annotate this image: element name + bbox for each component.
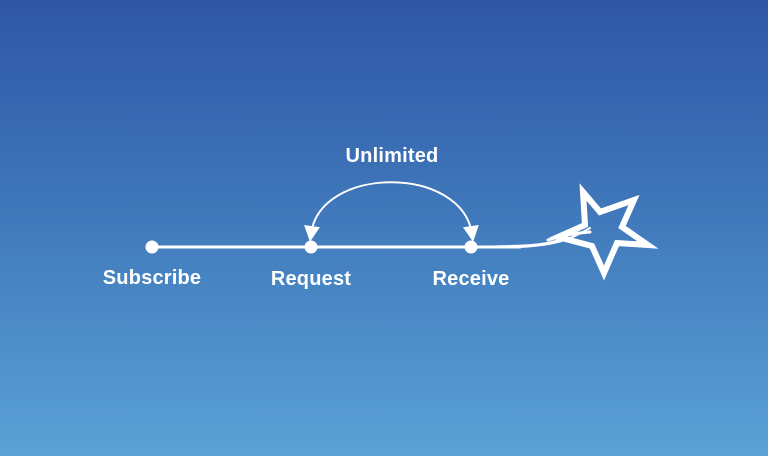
step-label-receive: Receive <box>432 268 510 290</box>
loop-arrow <box>304 181 479 242</box>
step-node-request <box>304 240 318 254</box>
loop-label: Unlimited <box>345 145 439 167</box>
step-label-request: Request <box>270 268 352 290</box>
shooting-star-icon <box>546 183 659 281</box>
step-node-receive <box>464 240 478 254</box>
step-node-subscribe <box>145 240 159 254</box>
step-label-subscribe: Subscribe <box>102 267 202 289</box>
